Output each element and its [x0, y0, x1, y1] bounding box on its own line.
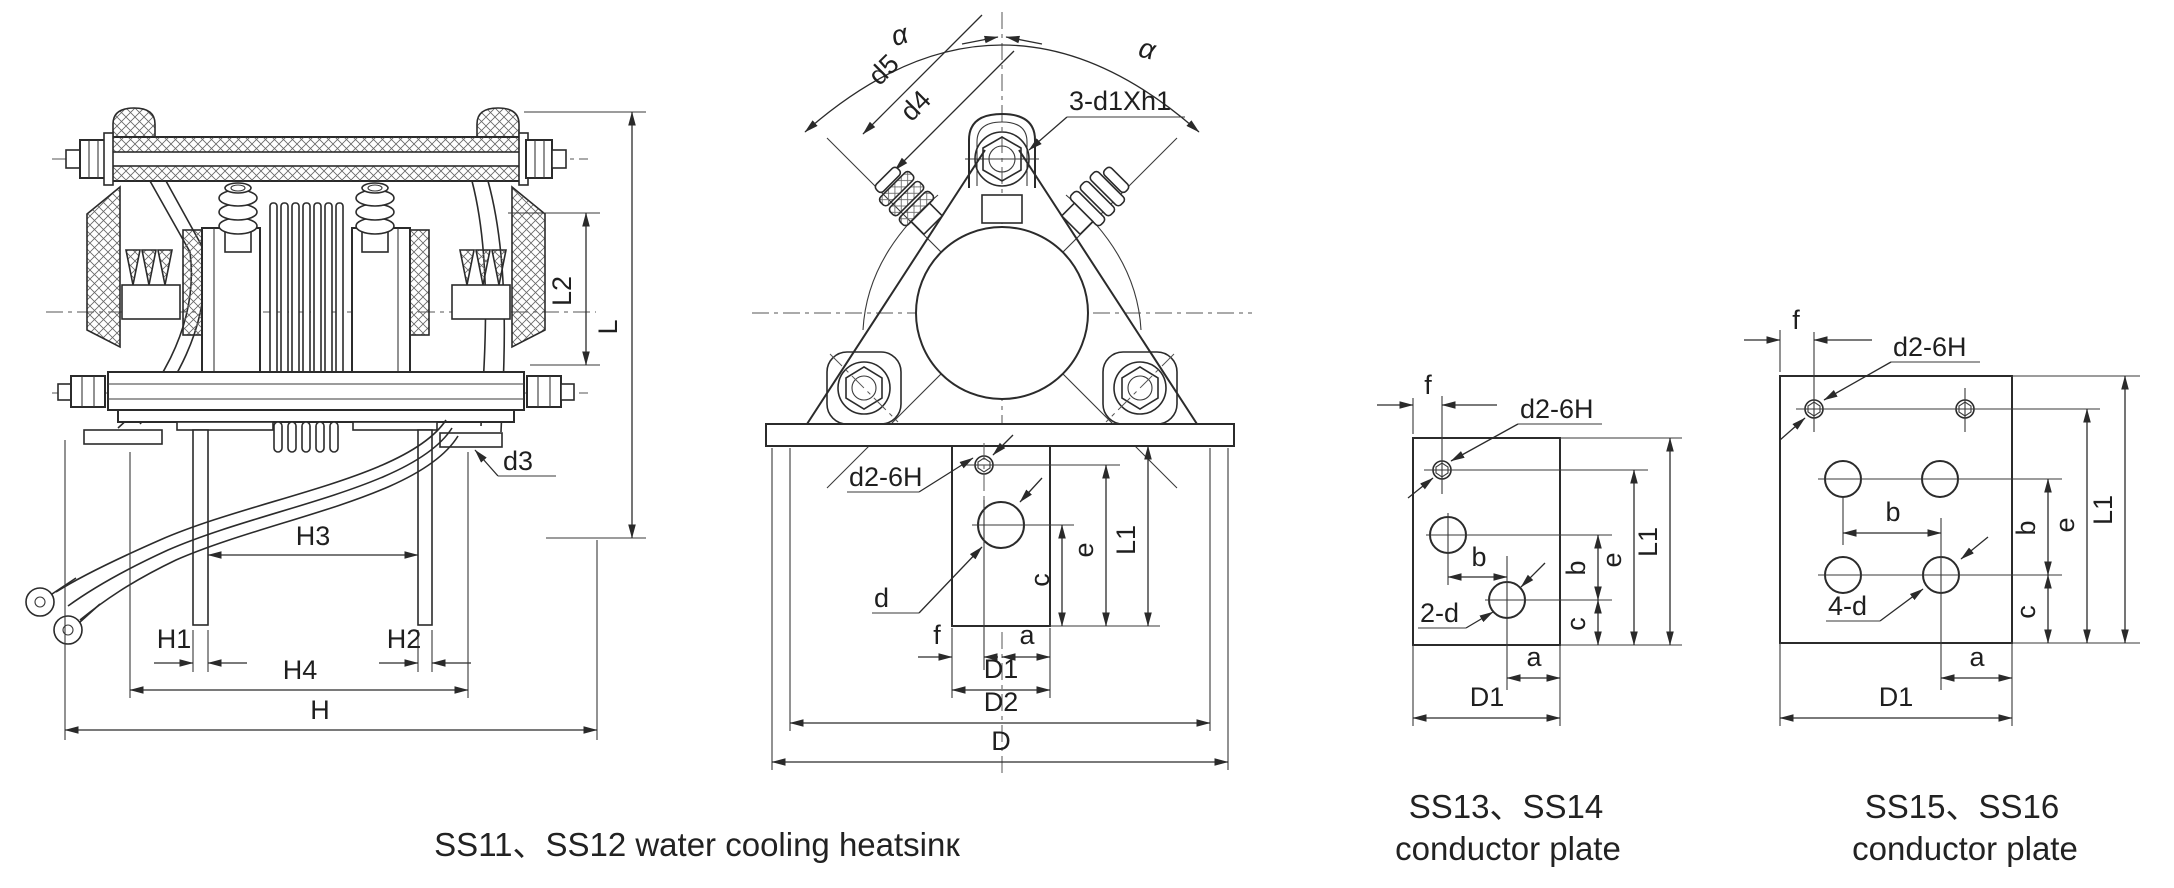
plate13-caption-type: conductor plate — [1395, 830, 1621, 867]
cable-assembly — [25, 419, 459, 645]
plate13-body — [1412, 437, 1561, 646]
device-circle — [915, 226, 1089, 400]
dim-label-d: d — [874, 583, 889, 613]
plate13-caption-models: SS13、SS14 — [1409, 788, 1603, 825]
plate13-dim-c: c — [1561, 617, 1591, 631]
plate15-body — [1779, 375, 2013, 644]
dim-label-H1: H1 — [157, 624, 192, 654]
baseplate — [117, 409, 515, 626]
plate13-dim-L1: L1 — [1633, 527, 1663, 557]
plate13-dim-e: e — [1597, 552, 1627, 567]
plate13-dim-D1: D1 — [1470, 682, 1505, 712]
plate15-dim-b-v: b — [2011, 520, 2041, 535]
gasket-right — [409, 229, 430, 336]
plate15-dim-c: c — [2011, 605, 2041, 619]
dim-label-e: e — [1069, 542, 1099, 557]
water-nipple-right — [355, 182, 395, 253]
hex-bolt-lower-left — [826, 351, 902, 425]
clamp-lug-left — [112, 107, 156, 138]
ring-terminal-2 — [53, 615, 83, 645]
spring-stack-right — [451, 249, 511, 320]
plate13-dim-f: f — [1424, 370, 1432, 400]
plate15-dim-b-h: b — [1885, 497, 1900, 527]
dim-label-D2: D2 — [984, 687, 1019, 717]
mounting-leg-right — [417, 429, 433, 626]
thread-callout: d2-6H — [847, 434, 1014, 493]
plate13-dim-b-h: b — [1471, 542, 1486, 572]
spring-stack-left — [121, 249, 181, 320]
bolt-lower-left — [57, 375, 106, 408]
dim-label-L2: L2 — [547, 276, 577, 306]
conductor-tab — [951, 443, 1120, 627]
plate15-dim-L1: L1 — [2088, 495, 2118, 525]
dim-label-c: c — [1025, 573, 1055, 587]
insulator-left — [86, 185, 121, 349]
heatsink-body — [83, 180, 546, 448]
nipple-stud-left — [874, 166, 944, 236]
bolt-right — [518, 132, 567, 186]
plate13-dim-a: a — [1526, 642, 1542, 672]
hex-bolt-top — [974, 131, 1030, 187]
plate15-dim-holes: 4-d — [1828, 591, 1867, 621]
mounting-leg-left — [192, 429, 209, 626]
dim-label-D1: D1 — [984, 654, 1019, 684]
hole-callout: d — [872, 477, 1043, 614]
dim-label-H: H — [310, 695, 330, 725]
plate15-dim-thread: d2-6H — [1893, 332, 1967, 362]
plate13-dim-b-v: b — [1561, 560, 1591, 575]
clamp-bracket — [792, 112, 1212, 425]
plate15-caption-type: conductor plate — [1852, 830, 2078, 867]
bolt-callout: 3-d1Xh1 — [1028, 86, 1185, 151]
dim-label-L: L — [593, 319, 623, 334]
top-clamp-bar — [65, 107, 567, 186]
heatsink-figure: L L2 d3 H3 H1 H2 H4 — [25, 107, 960, 863]
clamp-lug-right — [476, 107, 520, 138]
plate15-dim-a: a — [1969, 642, 1985, 672]
plate13-figure: f d2-6H b 2-d b c e L1 a D1 SS13、SS14 co… — [1377, 370, 1682, 867]
base-plate — [765, 423, 1235, 447]
plate13-dim-holes: 2-d — [1420, 598, 1459, 628]
dim-label-d3: d3 — [503, 446, 533, 476]
dim-label-L1: L1 — [1111, 525, 1141, 555]
hex-bolt-lower-right — [1102, 351, 1178, 425]
plate15-caption-models: SS15、SS16 — [1865, 788, 2059, 825]
lower-clamp-bar — [57, 371, 575, 411]
dim-label-3d1xh1: 3-d1Xh1 — [1069, 86, 1171, 116]
bolt-left — [65, 132, 114, 186]
dim-label-f: f — [933, 620, 941, 650]
heatsink-dimensions: L L2 d3 H3 H1 H2 H4 — [64, 111, 646, 740]
dim-label-d2-6h: d2-6H — [849, 462, 923, 492]
bolt-lower-right — [526, 375, 575, 408]
ring-terminal-1 — [25, 587, 55, 617]
plate15-figure: f d2-6H b 4-d b c e L1 a D1 SS15、SS16 co… — [1744, 305, 2140, 867]
dim-label-H3: H3 — [296, 521, 331, 551]
front-vertical-dimensions: c e L1 — [1025, 445, 1160, 627]
bellows-fins — [269, 202, 344, 375]
water-nipple-left — [218, 182, 258, 253]
front-view-figure: α α d5 d4 3-d1Xh1 — [752, 12, 1252, 775]
dim-label-D: D — [991, 726, 1011, 756]
dim-label-H2: H2 — [387, 624, 422, 654]
dim-label-H4: H4 — [283, 655, 318, 685]
plate15-dim-f: f — [1792, 305, 1800, 335]
dim-label-a: a — [1019, 620, 1035, 650]
bellows-loops — [273, 421, 339, 453]
plate15-dim-D1: D1 — [1879, 682, 1914, 712]
front-bottom-dimensions: f a D1 D2 D — [771, 448, 1229, 770]
plate15-dim-e: e — [2050, 517, 2080, 532]
plate13-dim-thread: d2-6H — [1520, 394, 1594, 424]
heatsink-caption: SS11、SS12 water cooling heatsinк — [434, 826, 960, 863]
gasket-left — [182, 229, 203, 336]
nipple-stud-right — [1060, 166, 1130, 236]
insulator-right — [511, 185, 546, 349]
